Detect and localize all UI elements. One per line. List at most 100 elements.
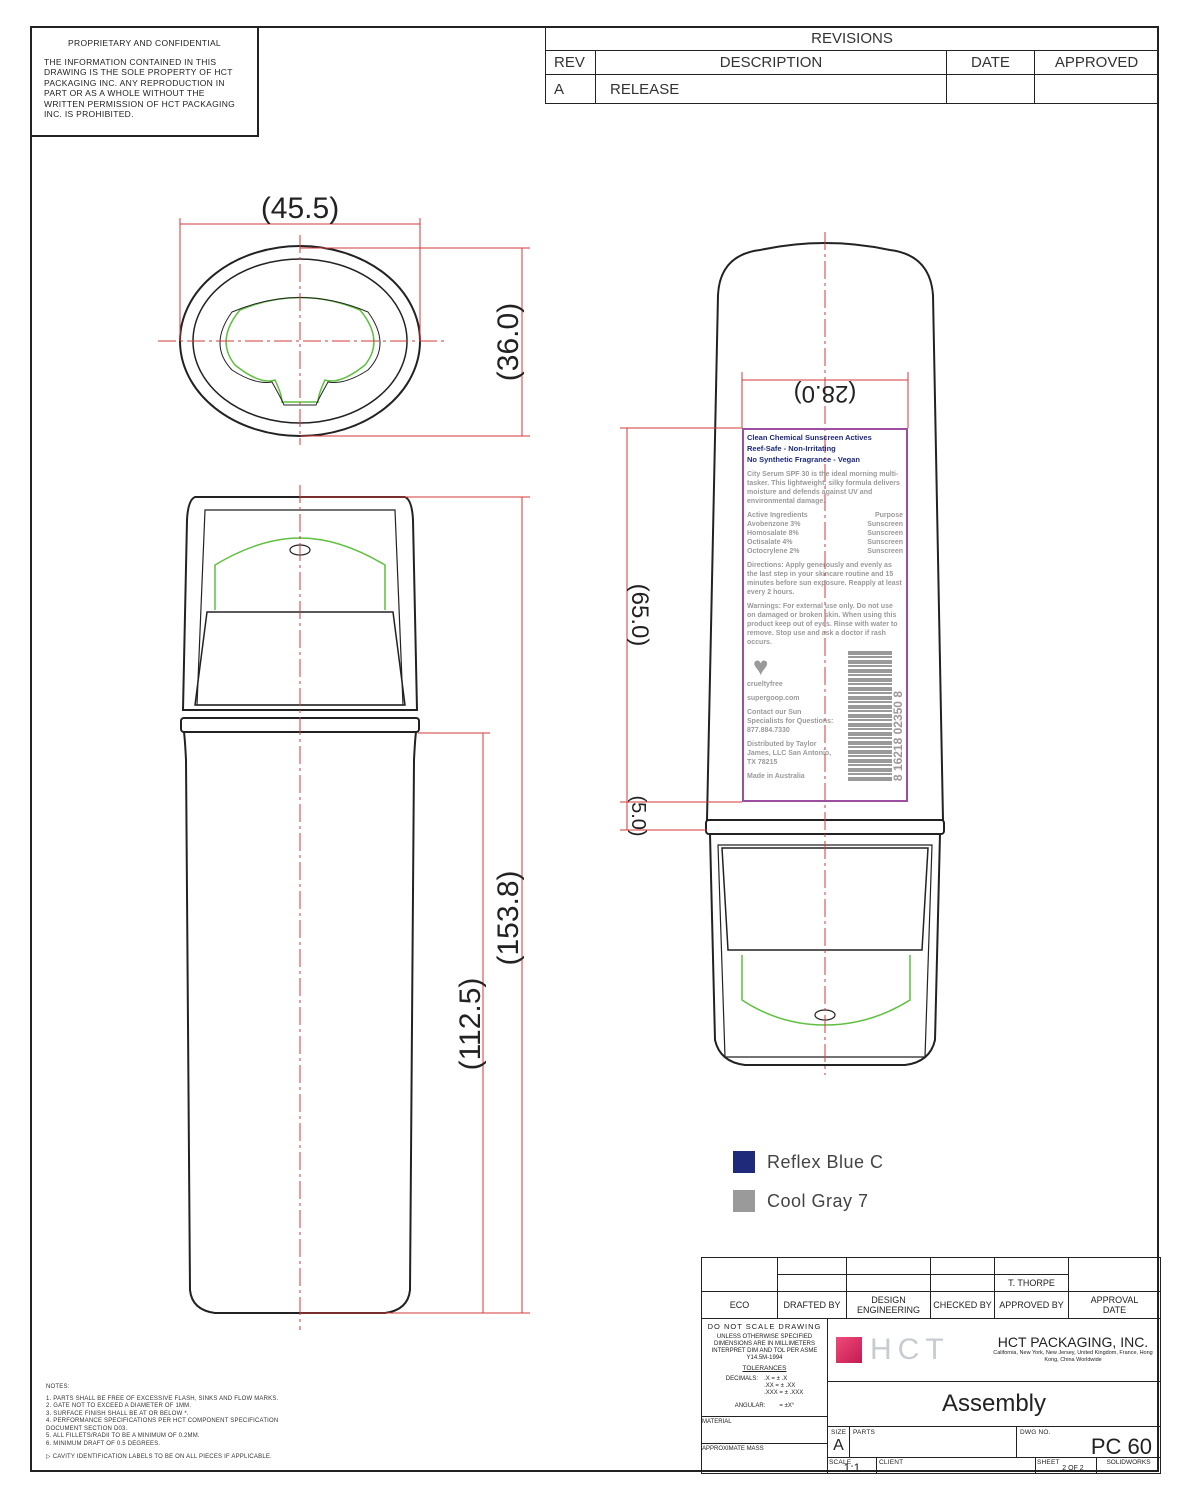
heart-icon: ♥ [753, 651, 769, 681]
dim-label-width: (28.0) [794, 380, 857, 407]
eco-label: ECO [701, 1291, 778, 1319]
note-item: 6. MINIMUM DRAFT OF 0.5 DEGREES. [46, 1440, 161, 1447]
software-label: SOLIDWORKS [1096, 1457, 1161, 1474]
label-headline-1: Clean Chemical Sunscreen Actives [747, 433, 872, 442]
parts-label: PARTS [853, 1429, 876, 1436]
label-description: City Serum SPF 30 is the ideal morning m… [747, 471, 900, 505]
reflex-blue-swatch [733, 1151, 755, 1173]
approval-date-label: APPROVAL DATE [1068, 1291, 1161, 1319]
label-warnings: Warnings: For external use only. Do not … [747, 603, 898, 646]
date-cell [946, 74, 1035, 104]
proprietary-title: PROPRIETARY AND CONFIDENTIAL [68, 38, 221, 48]
dwg-cell: DWG NO. PC 60 [1016, 1426, 1161, 1458]
cube-icon [836, 1337, 862, 1363]
cool-gray-swatch [733, 1190, 755, 1212]
decimal-tolerance: .X = ± .X [764, 1376, 788, 1382]
sheet-label: SHEET [1037, 1459, 1060, 1466]
dim-top-depth: (36.0) [492, 303, 525, 381]
mass-label: APPROXIMATE MASS [701, 1443, 828, 1474]
label-headline-2: Reef-Safe - Non-Irritating [747, 444, 836, 453]
units-note: UNLESS OTHERWISE SPECIFIED DIMENSIONS AR… [711, 1334, 818, 1361]
client-label: CLIENT [879, 1459, 904, 1466]
label-made-in: Made in Australia [747, 773, 805, 780]
angular-tolerance: = ±X° [779, 1403, 795, 1409]
material-label: MATERIAL [701, 1416, 828, 1444]
dim-overall-height: (153.8) [492, 870, 525, 965]
dimension-labels: (45.5) (36.0) (153.8) (112.5) (28.0) (65… [261, 192, 857, 1070]
dim-label-height: (65.0) [626, 584, 653, 647]
size-label: SIZE [831, 1429, 847, 1436]
dwg-label: DWG NO. [1020, 1429, 1051, 1436]
company-locations: California, New York, New Jersey, United… [993, 1350, 1153, 1363]
notes-title: NOTES: [46, 1384, 70, 1390]
rev-cell: A [545, 74, 596, 104]
note-item: 2. GATE NOT TO EXCEED A DIAMETER OF 1MM. [46, 1403, 192, 1409]
dwg-number: PC 60 [1090, 1434, 1152, 1459]
tb-cell [994, 1257, 1069, 1275]
tolerances-heading: TOLERANCES [742, 1365, 787, 1372]
proprietary-body: THE INFORMATION CONTAINED IN THIS DRAWIN… [44, 56, 236, 120]
proprietary-notice: PROPRIETARY AND CONFIDENTIAL THE INFORMA… [30, 26, 259, 137]
checked-by-label: CHECKED BY [930, 1291, 995, 1319]
tb-cell [777, 1274, 847, 1292]
dim-label-offset: (5.0) [627, 795, 649, 836]
size-value: A [833, 1437, 844, 1454]
tb-cell [846, 1257, 931, 1275]
decimal-tolerance: .XX = ± .XX [764, 1383, 796, 1389]
tb-cell [777, 1257, 847, 1275]
label-headline-3: No Synthetic Fragrance - Vegan [747, 455, 860, 464]
ingredient-name: Octisalate 4% [747, 539, 793, 546]
note-item: 3. SURFACE FINISH SHALL BE AT OR BELOW *… [46, 1410, 189, 1417]
scale-value: 1:1 [843, 1461, 861, 1475]
ingredient-purpose: Sunscreen [867, 548, 903, 555]
ingredient-purpose: Sunscreen [867, 521, 903, 528]
drafted-by-label: DRAFTED BY [777, 1291, 847, 1319]
do-not-scale: DO NOT SCALE DRAWING [707, 1322, 822, 1331]
barcode [848, 651, 892, 781]
triangle-flag-icon: ▷ [46, 1454, 51, 1460]
client-cell: CLIENT [876, 1457, 1036, 1474]
note-item: 4. PERFORMANCE SPECIFICATIONS PER HCT CO… [46, 1418, 279, 1432]
company-name: HCT PACKAGING, INC. [997, 1334, 1149, 1350]
sheet-value: 2 OF 2 [1062, 1464, 1084, 1472]
decimals-label: DECIMALS: [725, 1376, 759, 1382]
description-header: DESCRIPTION [595, 50, 947, 75]
tb-cell [846, 1274, 931, 1292]
tb-cell [930, 1257, 995, 1275]
approved-header: APPROVED [1034, 50, 1159, 75]
legend-label: Cool Gray 7 [767, 1190, 869, 1211]
legend-item: Reflex Blue C [733, 1151, 884, 1173]
dim-body-height: (112.5) [454, 978, 487, 1071]
ingredient-purpose: Sunscreen [867, 530, 903, 537]
crueltyfree-text: crueltyfree [747, 681, 783, 688]
tb-cell [930, 1274, 995, 1292]
dim-top-width: (45.5) [261, 192, 339, 225]
ingredients-header: Active Ingredients [747, 512, 808, 519]
dimension-lines [158, 218, 909, 1330]
tolerance-block: DO NOT SCALE DRAWING UNLESS OTHERWISE SP… [701, 1318, 828, 1417]
ingredient-purpose: Sunscreen [867, 539, 903, 546]
barcode-number: 8 16218 02350 8 [891, 690, 905, 781]
label-directions: Directions: Apply generously and evenly … [747, 562, 902, 596]
ingredient-name: Avobenzone 3% [747, 521, 801, 528]
approved-by-label: APPROVED BY [994, 1291, 1069, 1319]
label-contact: Contact our Sun Specialists for Question… [747, 709, 834, 734]
title-block: T. THORPE ECO DRAFTED BY DESIGN ENGINEER… [701, 1257, 1161, 1474]
parts-cell: PARTS [849, 1426, 1017, 1458]
company-block: HCT HCT PACKAGING, INC. California, New … [827, 1318, 1161, 1382]
note-item: 1. PARTS SHALL BE FREE OF EXCESSIVE FLAS… [46, 1395, 279, 1402]
drawing-title: Assembly [827, 1381, 1161, 1427]
note-item: 5. ALL FILLETS/RADII TO BE A MINIMUM OF … [46, 1433, 200, 1439]
logo-text: HCT [870, 1333, 950, 1366]
description-cell: RELEASE [595, 74, 947, 104]
label-website: supergoop.com [747, 695, 800, 702]
notes: NOTES: 1. PARTS SHALL BE FREE OF EXCESSI… [46, 1384, 281, 1462]
decimal-tolerance: .XXX = ± .XXX [764, 1390, 804, 1396]
approved-cell [1034, 74, 1159, 104]
